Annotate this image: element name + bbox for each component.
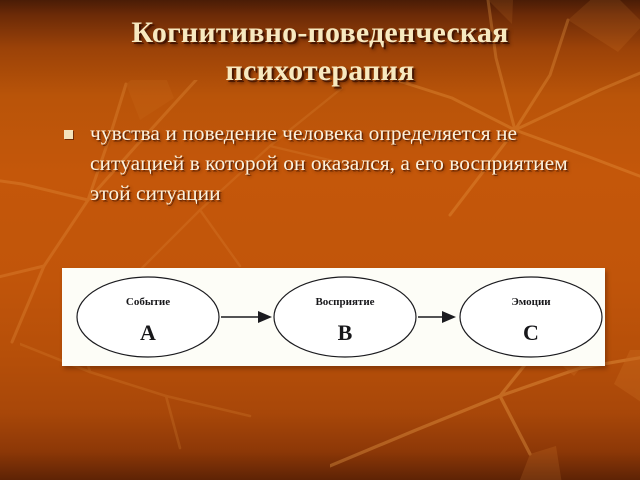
diagram-edge-a-to-b-arrowhead [258,311,272,323]
diagram-node-c-letter: С [523,320,539,345]
square-bullet-icon [64,130,73,139]
slide-title: Когнитивно-поведенческая психотерапия [0,14,640,90]
abc-model-diagram: Событие А Восприятие В Эмоции С [62,268,605,366]
slide-body: чувства и поведение человека определяетс… [60,118,600,208]
slide-title-line-2: психотерапия [225,54,415,87]
bullet-text: чувства и поведение человека определяетс… [90,121,568,205]
diagram-node-c-label: Эмоции [511,296,551,308]
diagram-node-b-ellipse [273,276,417,358]
maple-leaf-decoration-bottom-right [330,350,640,480]
slide-title-line-1: Когнитивно-поведенческая [131,16,509,49]
diagram-node-c-ellipse [459,276,603,358]
diagram-edge-b-to-c-arrowhead [442,311,456,323]
diagram-node-b-letter: В [338,320,353,345]
diagram-node-a-letter: А [140,320,156,345]
diagram-node-a-label: Событие [126,296,170,308]
diagram-node-b-label: Восприятие [315,296,374,308]
diagram-node-a-ellipse [76,276,220,358]
bullet-item: чувства и поведение человека определяетс… [60,118,600,208]
